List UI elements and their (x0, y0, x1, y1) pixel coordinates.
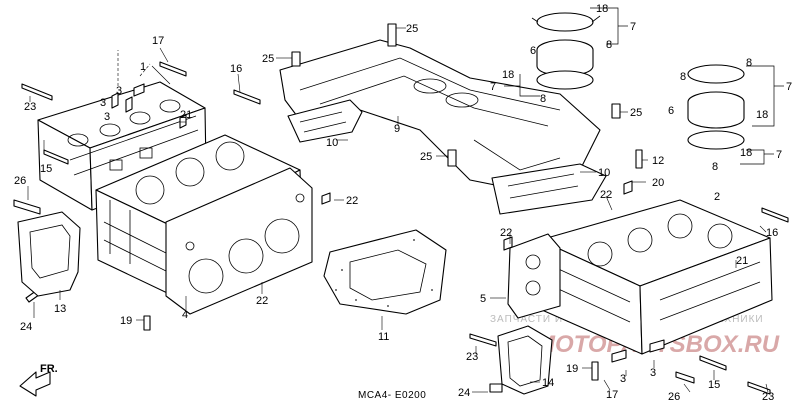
callout-number: 25 (630, 107, 642, 119)
callout-number: 10 (598, 167, 610, 179)
callout-number: 7 (786, 81, 792, 93)
callout-number: 7 (776, 149, 782, 161)
callout-number: 20 (652, 177, 664, 189)
callout-number: 16 (230, 63, 242, 75)
callout-number: 3 (104, 111, 110, 123)
callout-number: 22 (346, 195, 358, 207)
head-gasket-left (165, 167, 313, 315)
callout-number: 3 (620, 373, 626, 385)
diagram-code: MCA4- E0200 (358, 390, 426, 401)
callout-number: 23 (466, 351, 478, 363)
callout-number: 8 (606, 39, 612, 51)
throttle-boot-upper (531, 12, 601, 90)
callout-number: 6 (530, 45, 536, 57)
front-direction-label: FR. (40, 363, 58, 375)
callout-number: 4 (182, 309, 188, 321)
callout-number: 17 (152, 35, 164, 47)
callout-number: 3 (650, 367, 656, 379)
callout-number: 22 (256, 295, 268, 307)
callout-number: 10 (326, 137, 338, 149)
callout-number: 14 (542, 377, 554, 389)
callout-number: 12 (652, 155, 664, 167)
callout-number: 24 (20, 321, 32, 333)
center-gasket-specks (335, 239, 433, 307)
cover-gasket-left (17, 211, 81, 297)
callout-number: 9 (394, 123, 400, 135)
callout-number: 19 (566, 363, 578, 375)
callout-number: 8 (712, 161, 718, 173)
cylinder-head-right (539, 199, 773, 355)
callout-number: 3 (116, 85, 122, 97)
callout-number: 15 (708, 379, 720, 391)
callout-number: 22 (500, 227, 512, 239)
callout-number: 19 (120, 315, 132, 327)
callout-number: 17 (606, 389, 618, 401)
callout-number: 18 (756, 109, 768, 121)
callout-number: 26 (668, 391, 680, 403)
center-gasket (323, 229, 447, 315)
callout-number: 1 (140, 61, 146, 73)
callout-number: 2 (714, 191, 720, 203)
head-gasket-right (507, 233, 561, 319)
callout-number: 25 (406, 23, 418, 35)
callout-numbers: 1 3 3 3 17 16 25 25 23 15 21 26 13 24 19… (14, 3, 792, 403)
callout-number: 7 (630, 21, 636, 33)
callout-number: 23 (24, 101, 36, 113)
callout-number: 18 (740, 147, 752, 159)
callout-number: 7 (490, 81, 496, 93)
callout-number: 8 (680, 71, 686, 83)
callout-number: 26 (14, 175, 26, 187)
callout-number: 18 (596, 3, 608, 15)
callout-number: 15 (40, 163, 52, 175)
cover-gasket-right (497, 325, 553, 395)
callout-number: 24 (458, 387, 470, 399)
callout-number: 23 (762, 391, 774, 403)
callout-number: 6 (668, 105, 674, 117)
callout-number: 13 (54, 303, 66, 315)
callout-number: 21 (736, 255, 748, 267)
callout-number: 11 (378, 331, 389, 343)
callout-number: 8 (746, 57, 752, 69)
intake-manifold (279, 39, 607, 215)
callout-number: 3 (100, 97, 106, 109)
callout-number: 25 (262, 53, 274, 65)
front-direction-arrow: FR. (19, 363, 58, 397)
leader-lines (27, 27, 769, 393)
callout-number: 21 (180, 109, 192, 121)
callout-number: 25 (420, 151, 432, 163)
callout-number: 18 (502, 69, 514, 81)
callout-number: 8 (540, 93, 546, 105)
callout-number: 16 (766, 227, 778, 239)
small-fasteners-right (291, 23, 789, 395)
bracket-groups (504, 7, 784, 165)
throttle-boot-right (687, 64, 745, 150)
callout-number: 5 (480, 293, 486, 305)
callout-number: 22 (600, 189, 612, 201)
